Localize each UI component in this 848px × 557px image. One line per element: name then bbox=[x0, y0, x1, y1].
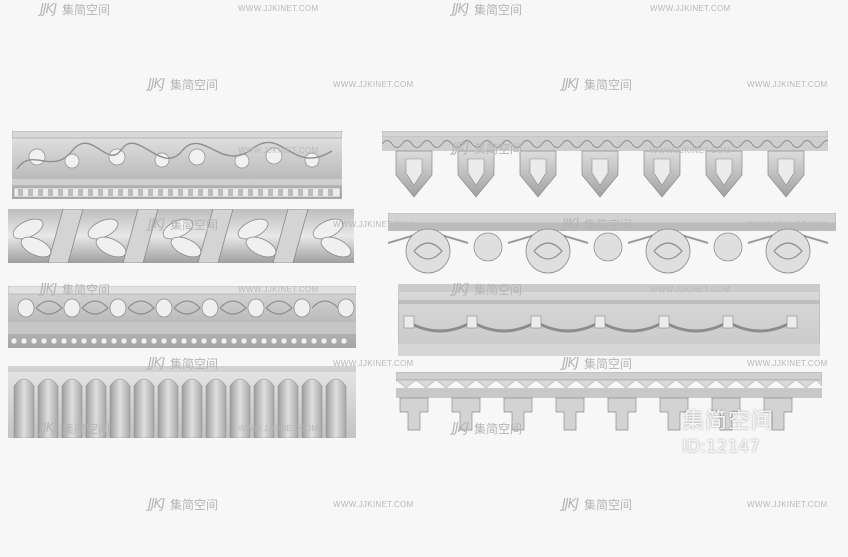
watermark-logo: JJKJ 集简空间 bbox=[452, 1, 522, 18]
watermark-brand: 集简空间 bbox=[170, 498, 219, 512]
watermark-logo: JJKJ 集简空间 bbox=[562, 76, 632, 93]
watermark-logo-mark: JJKJ bbox=[562, 497, 579, 512]
watermark-url: WWW.JJKINET.COM bbox=[747, 80, 828, 89]
cartouche-openwork-molding bbox=[388, 213, 836, 275]
brand-id-overlay: 集简空间 ID:12147 bbox=[682, 403, 774, 457]
stepped-dentil-crown-molding bbox=[396, 372, 822, 434]
fluted-arch-panel-molding bbox=[8, 366, 356, 438]
watermark-logo-mark: JJKJ bbox=[148, 497, 165, 512]
watermark-brand: 集简空间 bbox=[584, 78, 633, 92]
watermark-url: WWW.JJKINET.COM bbox=[333, 500, 414, 509]
watermark-logo-mark: JJKJ bbox=[562, 356, 579, 371]
ribbon-swag-crown-molding bbox=[398, 284, 820, 356]
egg-and-leaf-bead-molding bbox=[8, 286, 356, 348]
watermark-url: WWW.JJKINET.COM bbox=[333, 80, 414, 89]
watermark-brand: 集简空间 bbox=[584, 357, 633, 371]
watermark-logo-mark: JJKJ bbox=[40, 2, 57, 17]
watermark-brand: 集简空间 bbox=[474, 3, 523, 17]
brand-name: 集简空间 bbox=[681, 409, 774, 434]
watermark-logo-mark: JJKJ bbox=[562, 77, 579, 92]
watermark-url: WWW.JJKINET.COM bbox=[650, 4, 731, 13]
watermark-logo-mark: JJKJ bbox=[452, 2, 469, 17]
watermark-brand: 集简空间 bbox=[170, 78, 219, 92]
watermark-brand: 集简空间 bbox=[62, 3, 111, 17]
watermark-url: WWW.JJKINET.COM bbox=[238, 4, 319, 13]
asset-id-label: ID:12147 bbox=[681, 437, 760, 457]
watermark-logo-mark: JJKJ bbox=[148, 77, 165, 92]
rope-scalloped-pendant-molding bbox=[382, 131, 828, 199]
watermark-url: WWW.JJKINET.COM bbox=[747, 500, 828, 509]
watermark-logo: JJKJ 集简空间 bbox=[148, 496, 218, 513]
watermark-url: WWW.JJKINET.COM bbox=[747, 359, 828, 368]
twisted-leaf-ribbon-molding bbox=[8, 209, 354, 263]
floral-scroll-cornice-molding bbox=[12, 131, 342, 199]
watermark-logo: JJKJ 集简空间 bbox=[148, 76, 218, 93]
watermark-brand: 集简空间 bbox=[584, 498, 633, 512]
watermark-logo: JJKJ 集简空间 bbox=[562, 496, 632, 513]
watermark-logo: JJKJ 集简空间 bbox=[40, 1, 110, 18]
watermark-logo: JJKJ 集简空间 bbox=[562, 355, 632, 372]
